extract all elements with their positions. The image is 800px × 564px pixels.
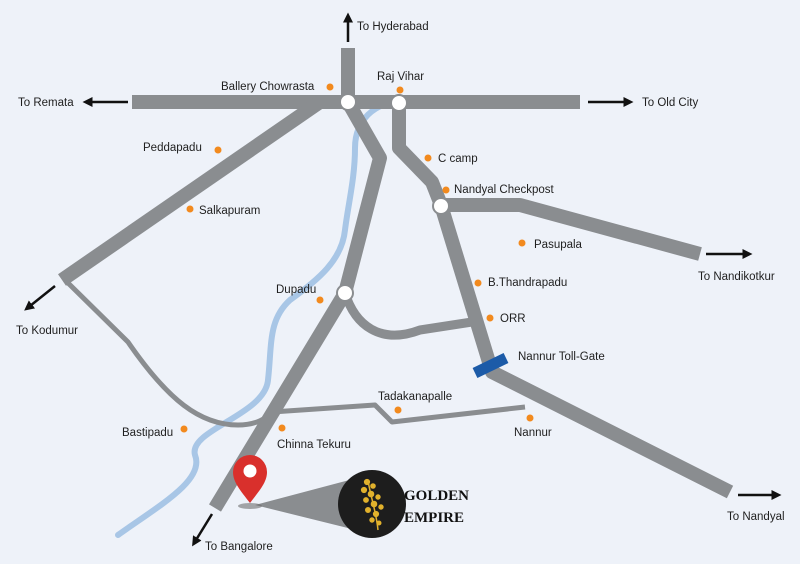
road-orr-curve — [340, 291, 473, 340]
marker-bastipadu — [180, 425, 188, 433]
marker-ballery-chowrasta — [326, 83, 334, 91]
junction-dupadu — [336, 284, 354, 302]
arrow-kodumur-icon — [24, 285, 56, 311]
label-dupadu: Dupadu — [276, 284, 316, 296]
direction-old-city: To Old City — [642, 97, 698, 109]
road-bangalore — [209, 98, 387, 512]
label-nannur-toll-gate: Nannur Toll-Gate — [518, 351, 605, 363]
junction-ballery-chowrasta — [339, 93, 357, 111]
marker-chinna-tekuru — [278, 424, 286, 432]
direction-hyderabad: To Hyderabad — [357, 21, 429, 33]
label-nannur: Nannur — [514, 427, 552, 439]
toll-gate-marker — [472, 353, 509, 378]
arrow-bangalore-icon — [192, 513, 214, 547]
project-callout: GOLDEN EMPIRE — [233, 455, 469, 538]
direction-remata: To Remata — [18, 97, 74, 109]
junction-nandyal-checkpost — [432, 197, 450, 215]
road-kodumur — [58, 96, 324, 286]
label-ballery-chowrasta: Ballery Chowrasta — [221, 81, 315, 93]
label-c-camp: C camp — [438, 153, 478, 165]
label-raj-vihar: Raj Vihar — [377, 71, 424, 83]
marker-orr — [486, 314, 494, 322]
marker-dupadu — [316, 296, 324, 304]
label-peddapadu: Peddapadu — [143, 142, 202, 154]
marker-nannur — [526, 414, 534, 422]
road-nandikotkur — [441, 198, 702, 261]
marker-salkapuram — [186, 205, 194, 213]
marker-raj-vihar — [396, 86, 404, 94]
junction-raj-vihar — [390, 94, 408, 112]
label-chinna-tekuru: Chinna Tekuru — [277, 439, 351, 451]
direction-kodumur: To Kodumur — [16, 325, 78, 337]
marker-peddapadu — [214, 146, 222, 154]
direction-nandyal: To Nandyal — [727, 511, 785, 523]
marker-nandyal-checkpost — [442, 186, 450, 194]
label-bastipadu: Bastipadu — [122, 427, 173, 439]
marker-b-thandrapadu — [474, 279, 482, 287]
pin-shadow — [238, 503, 262, 509]
road-tadakanapalle — [271, 402, 526, 425]
road-nandyal — [392, 102, 734, 499]
map-pin-icon — [233, 455, 267, 503]
marker-pasupala — [518, 239, 526, 247]
label-tadakanapalle: Tadakanapalle — [378, 391, 452, 403]
label-b-thandrapadu: B.Thandrapadu — [488, 277, 567, 289]
marker-tadakanapalle — [394, 406, 402, 414]
project-name-line1: GOLDEN — [404, 488, 469, 504]
label-pasupala: Pasupala — [534, 239, 583, 251]
label-nandyal-checkpost: Nandyal Checkpost — [454, 184, 555, 196]
river — [115, 99, 395, 538]
project-name-line2: EMPIRE — [404, 510, 464, 526]
label-salkapuram: Salkapuram — [199, 205, 260, 217]
label-orr: ORR — [500, 313, 526, 325]
marker-c-camp — [424, 154, 432, 162]
direction-bangalore: To Bangalore — [205, 541, 273, 553]
golden-shower-flower-icon — [360, 478, 384, 531]
direction-nandikotkur: To Nandikotkur — [698, 271, 775, 283]
